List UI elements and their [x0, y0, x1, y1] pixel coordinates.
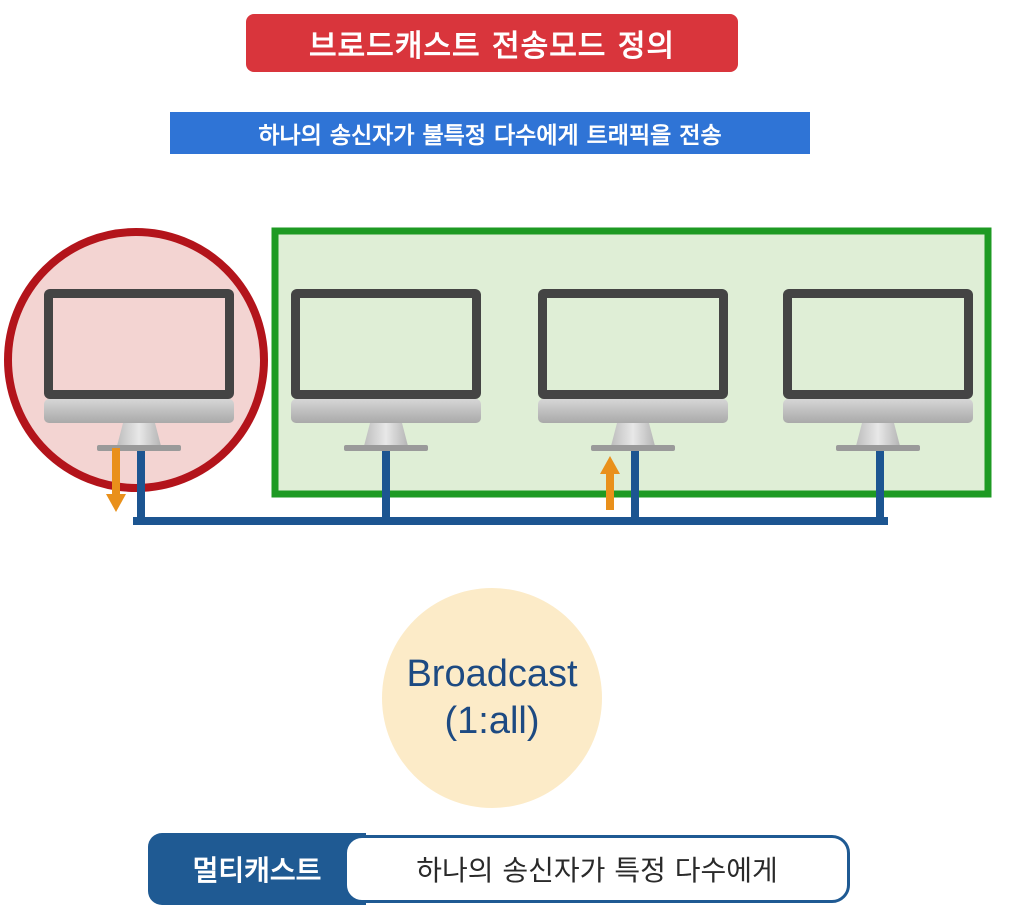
- multicast-label: 멀티캐스트: [148, 833, 366, 905]
- subtitle: 하나의 송신자가 불특정 다수에게 트래픽을 전송: [170, 112, 810, 154]
- broadcast-label-circle: Broadcast (1:all): [382, 588, 602, 808]
- multicast-description: 하나의 송신자가 특정 다수에게: [344, 835, 850, 903]
- broadcast-label: Broadcast: [406, 652, 578, 695]
- up-arrow-icon: [600, 456, 620, 510]
- page-title: 브로드캐스트 전송모드 정의: [246, 14, 738, 72]
- down-arrow-icon: [106, 448, 126, 512]
- network-bus: [133, 448, 888, 525]
- broadcast-ratio-label: (1:all): [444, 700, 540, 742]
